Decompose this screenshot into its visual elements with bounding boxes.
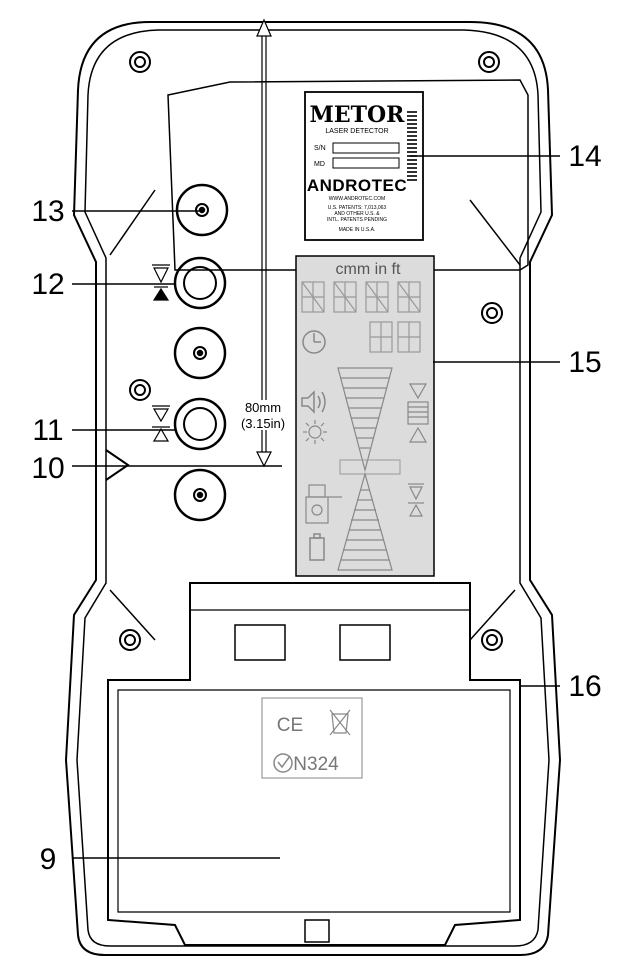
sn-label: S/N — [314, 145, 326, 152]
callout-16: 16 — [520, 670, 602, 703]
rcm-code: N324 — [293, 754, 339, 775]
accuracy-button-upper[interactable] — [173, 256, 227, 310]
callout-15: 15 — [433, 346, 602, 379]
callout-12: 12 — [31, 268, 175, 301]
maker-androtec: ANDROTEC — [307, 176, 407, 195]
callout-11: 11 — [32, 414, 175, 447]
accuracy-lcd-icon — [408, 483, 424, 517]
maker-website: WWW.ANDROTEC.COM — [329, 196, 385, 202]
patents-line-3: INTL. PATENTS PENDING — [327, 217, 387, 223]
dimension-arrow — [256, 18, 272, 468]
svg-text:10: 10 — [31, 452, 64, 485]
callout-10: 10 — [31, 452, 282, 485]
svg-text:13: 13 — [31, 195, 64, 228]
rcm-check-icon — [273, 753, 293, 773]
lower-arrow-display — [337, 471, 393, 571]
rubber-housing — [64, 21, 562, 956]
weee-bin-icon — [329, 709, 351, 736]
accuracy-icon-upper — [152, 264, 170, 301]
dimension-metric: 80mm — [245, 400, 281, 415]
ce-mark: CE — [277, 715, 303, 736]
callout-13: 13 — [31, 195, 202, 228]
screw-top-left — [129, 51, 151, 73]
dimension-imperial: (3.15in) — [241, 416, 285, 431]
screw-mid-left — [129, 379, 151, 401]
screw-bottom-right — [481, 629, 503, 651]
upper-arrow-display — [337, 367, 393, 473]
level-marker-icon — [407, 383, 429, 443]
sound-icon — [301, 390, 326, 414]
serial-label: METOR LASER DETECTOR S/N MD ANDROTEC WWW… — [304, 91, 424, 241]
light-icon — [303, 420, 327, 444]
svg-text:16: 16 — [568, 670, 601, 703]
screw-bottom-left — [119, 629, 141, 651]
top-button[interactable] — [175, 183, 229, 237]
accuracy-icon-lower — [152, 405, 170, 442]
svg-text:15: 15 — [568, 346, 601, 379]
receiver-icon — [305, 484, 342, 524]
battery-icon — [309, 533, 325, 561]
accuracy-button-lower[interactable] — [173, 397, 227, 451]
made-in: MADE IN U.S.A. — [339, 227, 376, 233]
patents-line-1: U.S. PATENTS: 7,013,063 — [328, 205, 387, 211]
segment-digits — [301, 281, 421, 353]
brand-metor: METOR — [310, 102, 406, 128]
certification-marks: CE N324 — [261, 697, 363, 779]
lcd-display: cmm in ft — [295, 255, 435, 577]
barcode-icon — [407, 111, 417, 181]
svg-text:9: 9 — [40, 843, 57, 876]
svg-text:11: 11 — [32, 414, 63, 447]
patents-line-2: AND OTHER U.S. & — [334, 211, 380, 217]
clock-icon — [302, 330, 326, 354]
svg-text:14: 14 — [568, 140, 601, 173]
product-name: LASER DETECTOR — [325, 128, 388, 135]
svg-text:12: 12 — [31, 268, 64, 301]
callout-14: 14 — [410, 140, 602, 173]
screw-mid-right — [481, 302, 503, 324]
lcd-units: cmm in ft — [336, 261, 401, 278]
center-bar — [339, 459, 401, 475]
bottom-button[interactable] — [173, 468, 227, 522]
battery-cover[interactable] — [107, 582, 521, 946]
callout-9: 9 — [40, 843, 280, 876]
md-label: MD — [314, 161, 325, 168]
middle-button[interactable] — [173, 326, 227, 380]
screw-top-right — [478, 51, 500, 73]
